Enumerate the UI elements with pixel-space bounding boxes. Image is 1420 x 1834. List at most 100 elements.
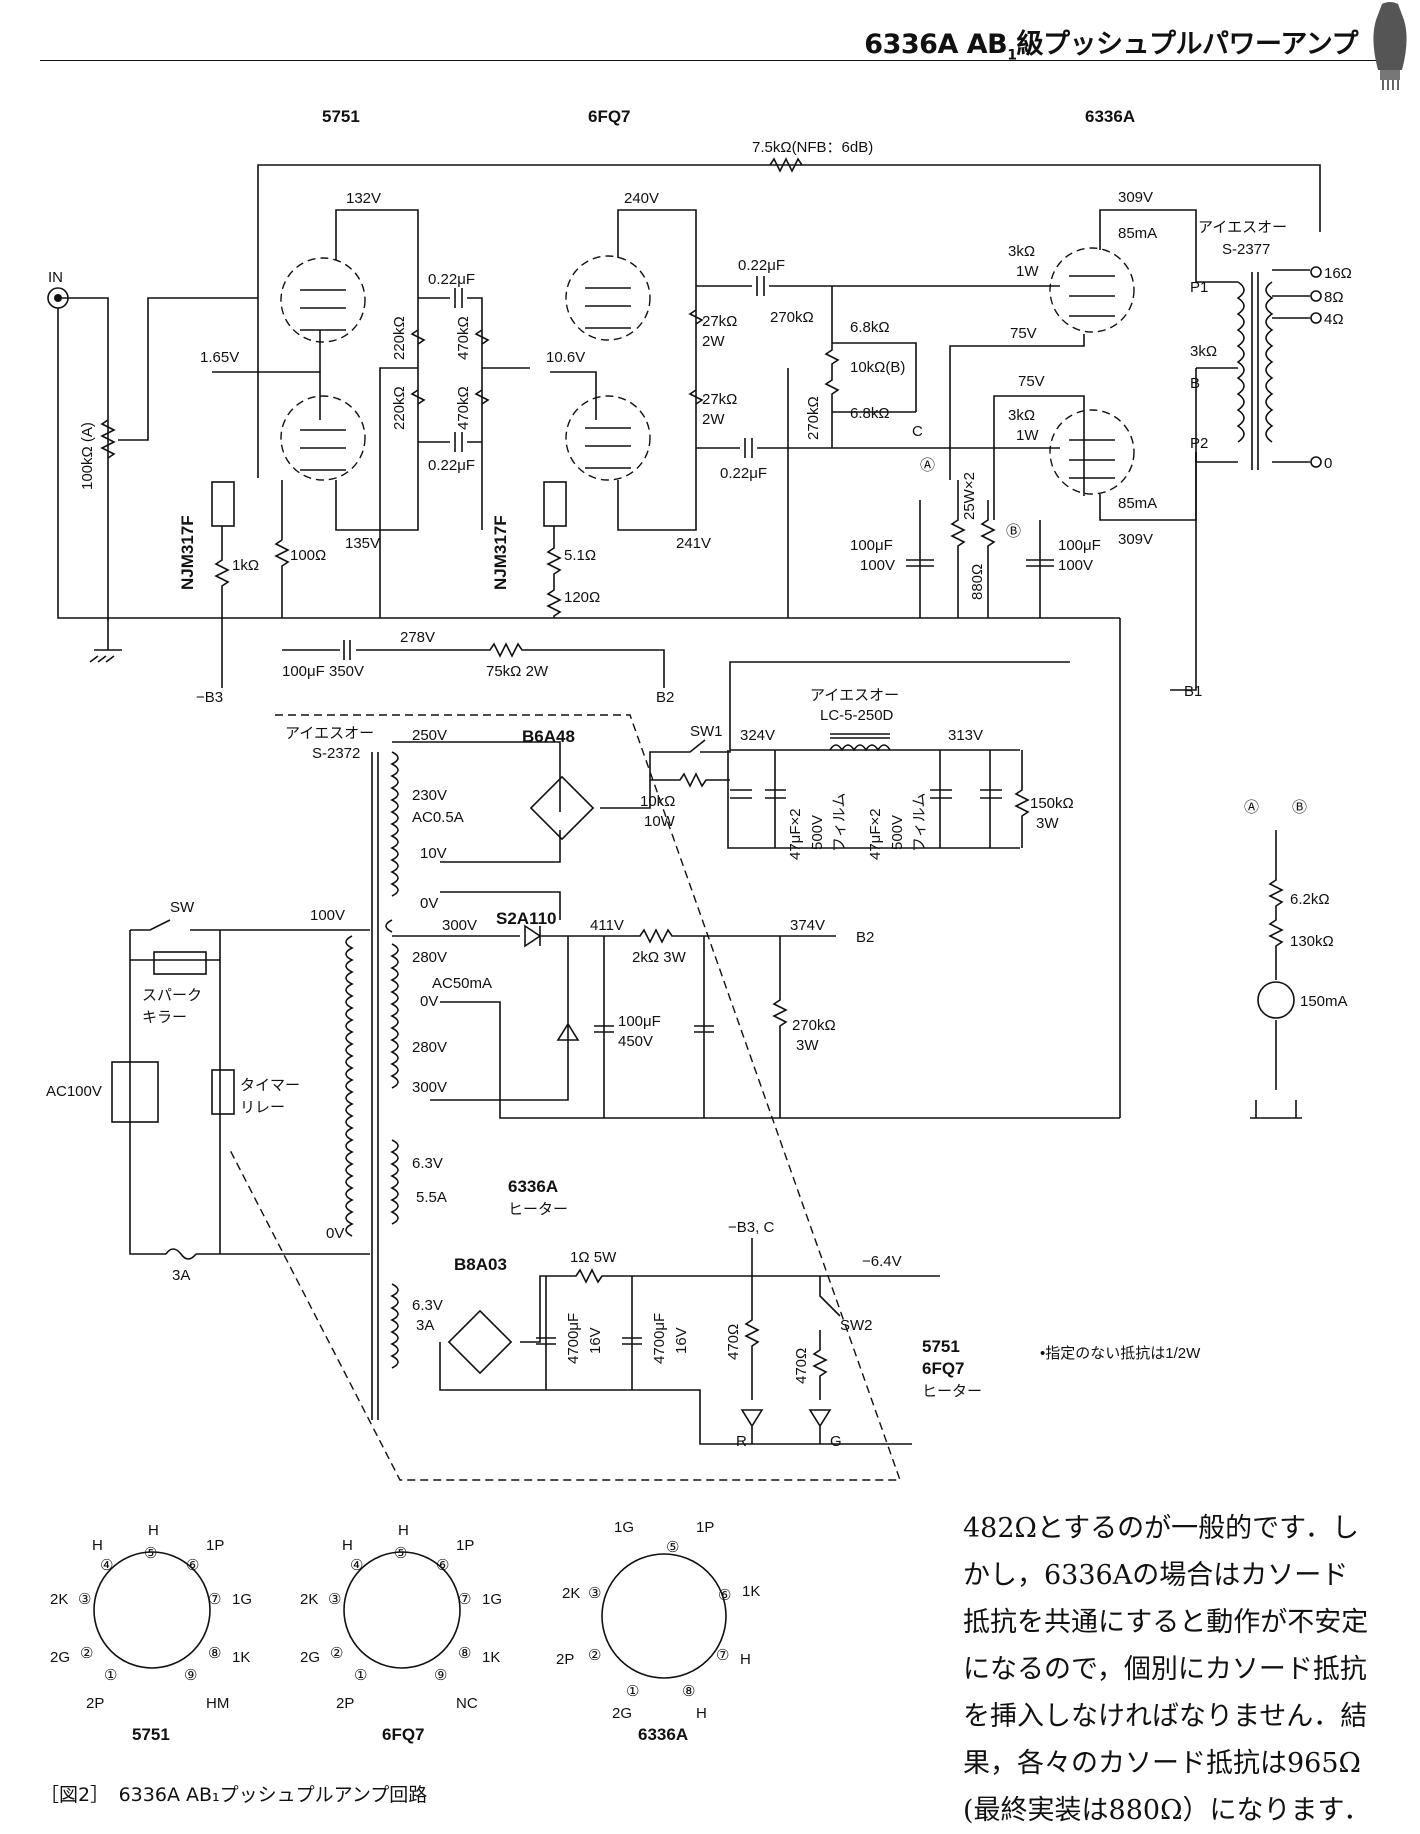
pin-label: ⑥ — [186, 1557, 199, 1574]
a55-label: 5.5A — [416, 1189, 447, 1206]
pin-label: ⑧ — [458, 1645, 471, 1662]
body-line: になるので，個別にカソード抵抗 — [963, 1654, 1367, 1685]
w3a-label: 3W — [1036, 815, 1059, 832]
pin-label: ⑥ — [718, 1587, 731, 1604]
a3-label: 3A — [416, 1317, 434, 1334]
ot-p2: P2 — [1190, 435, 1208, 452]
volt-313: 313V — [948, 727, 983, 744]
c4700av-label: 16V — [587, 1327, 604, 1354]
volt-m64: −6.4V — [862, 1253, 902, 1270]
pin-label: ③ — [588, 1585, 601, 1602]
r1wa-label: 1W — [1016, 263, 1039, 280]
s2a110-label: S2A110 — [496, 909, 557, 928]
tap-0b: 0V — [420, 993, 438, 1010]
body-line: 抵抗を共通にすると動作が不安定 — [963, 1607, 1369, 1638]
pin-label: 2K — [300, 1591, 318, 1608]
pin-label: ⑤ — [144, 1545, 157, 1562]
timer2-label: リレー — [240, 1099, 285, 1116]
r470a-label: 470kΩ — [455, 316, 472, 360]
current-85a: 85mA — [1118, 225, 1157, 242]
tube-label-5751: 5751 — [322, 107, 360, 126]
tap-0a: 0V — [420, 895, 438, 912]
b3c-label: −B3, C — [728, 1219, 774, 1236]
r470b2-label: 470Ω — [793, 1348, 810, 1384]
tap-280b: 280V — [412, 1039, 447, 1056]
pin-label: 2P — [86, 1695, 104, 1712]
figure-caption: ［図2］ 6336A AB₁プッシュプルアンプ回路 — [40, 1784, 428, 1806]
b3-label: −B3 — [196, 689, 223, 706]
led-g-label: G — [830, 1433, 842, 1450]
ot-p1: P1 — [1190, 279, 1208, 296]
volt-411: 411V — [590, 917, 624, 934]
volt-240: 240V — [624, 190, 659, 207]
tap-300b: 300V — [412, 1079, 447, 1096]
r27b-label: 27kΩ — [702, 391, 737, 408]
tap-300a: 300V — [442, 917, 477, 934]
pin-label: H — [148, 1522, 159, 1539]
body-line: を挿入しなければなりません．結 — [963, 1701, 1368, 1732]
pin-label: 1P — [696, 1519, 714, 1536]
tap-63a: 6.3V — [412, 1155, 443, 1172]
r880-label: 880Ω — [969, 564, 986, 600]
pin-label: ⑧ — [208, 1645, 221, 1662]
tap-100: 100V — [310, 907, 345, 924]
r470b-label: 470kΩ — [455, 386, 472, 430]
meter-b-label: Ⓑ — [1292, 799, 1307, 816]
pt-a-label: Ⓐ — [920, 457, 935, 474]
r75k-label: 75kΩ 2W — [486, 663, 549, 680]
pinout-5751: 5751 ① ② ③ ④ ⑤ ⑥ ⑦ ⑧ ⑨ H H 1P 1G 1K HM 2… — [50, 1522, 252, 1744]
heater2-tube2: 6FQ7 — [922, 1359, 965, 1378]
ac50-label: AC50mA — [432, 975, 492, 992]
pin-label: ② — [588, 1647, 601, 1664]
fuse-label: 3A — [172, 1267, 190, 1284]
tube-label-6336a: 6336A — [1085, 107, 1135, 126]
reg1-label: NJM317F — [178, 515, 197, 590]
spark-label: スパーク — [142, 987, 202, 1004]
body-line: 482Ωとするのが一般的です．し — [963, 1513, 1360, 1544]
r470a2-label: 470Ω — [725, 1324, 742, 1360]
input-pot-label: 100kΩ (A) — [79, 422, 96, 490]
r1k-label: 1kΩ — [232, 557, 259, 574]
pin-label: ⑦ — [458, 1591, 471, 1608]
c4700bv-label: 16V — [673, 1327, 690, 1354]
volt-132: 132V — [346, 190, 381, 207]
w3b-label: 3W — [796, 1037, 819, 1054]
pin-label: 6336A — [638, 1725, 688, 1744]
pin-label: 2G — [50, 1649, 70, 1666]
cap-022b-label: 0.22μF — [428, 457, 475, 474]
r130k-label: 130kΩ — [1290, 933, 1334, 950]
input-label: IN — [48, 269, 63, 286]
body-line: 果，各々のカソード抵抗は965Ω — [963, 1748, 1361, 1779]
pin-label: ⑤ — [666, 1539, 679, 1556]
r51-label: 5.1Ω — [564, 547, 596, 564]
tap-10: 10V — [420, 845, 447, 862]
r3kb-label: 3kΩ — [1008, 407, 1035, 424]
c4700a-label: 4700μF — [565, 1313, 582, 1364]
pin-label: NC — [456, 1695, 478, 1712]
c100av-label: 100V — [860, 557, 895, 574]
pin-label: 1K — [742, 1583, 760, 1600]
b8a03-label: B8A03 — [454, 1255, 507, 1274]
current-85b: 85mA — [1118, 495, 1157, 512]
pin-label: HM — [206, 1695, 229, 1712]
reg2-label: NJM317F — [491, 515, 510, 590]
tap-250: 250V — [412, 727, 447, 744]
pinout-6336a: 6336A ① ② ③ ⑤ ⑥ ⑦ ⑧ 1G 1P 1K H H 2P 2G 2… — [556, 1519, 760, 1744]
pin-label: 1P — [206, 1537, 224, 1554]
ot-model: S-2377 — [1222, 241, 1270, 258]
choke-model: LC-5-250D — [820, 707, 894, 724]
r68a-label: 6.8kΩ — [850, 319, 890, 336]
c4700b-label: 4700μF — [651, 1313, 668, 1364]
c47bf-label: フィルム — [911, 793, 928, 852]
body-text: 482Ωとするのが一般的です．し かし，6336Aの場合はカソード 抵抗を共通に… — [963, 1505, 1373, 1834]
r27a-label: 27kΩ — [702, 313, 737, 330]
pin-label: ④ — [350, 1557, 363, 1574]
pin-label: ① — [354, 1667, 367, 1684]
pin-label: ② — [330, 1645, 343, 1662]
c100a-label: 100μF — [850, 537, 893, 554]
b1-label: B1 — [1184, 683, 1202, 700]
volt-106: 10.6V — [546, 349, 585, 366]
c100bv-label: 100V — [1058, 557, 1093, 574]
ot-brand: アイエスオー — [1198, 219, 1287, 236]
volt-75a: 75V — [1010, 325, 1037, 342]
